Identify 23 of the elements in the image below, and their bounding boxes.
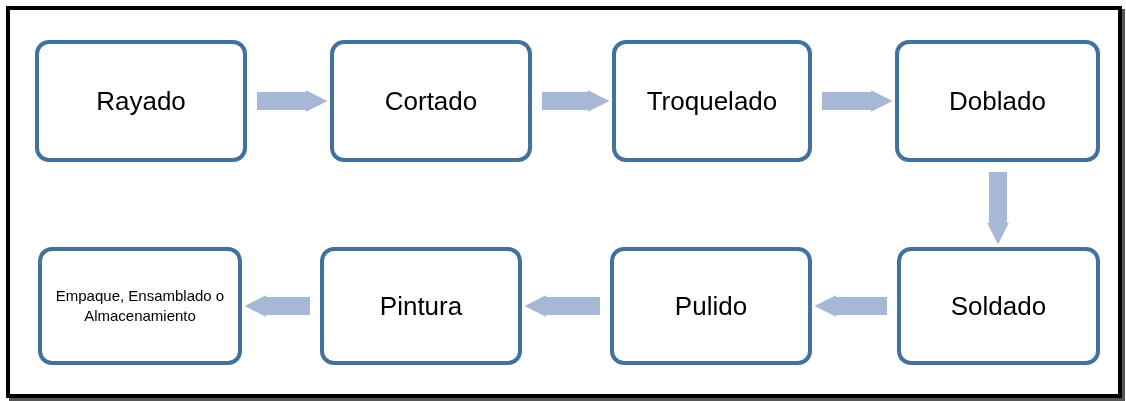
process-box (330, 40, 532, 162)
process-box (897, 247, 1100, 365)
box-label: Pintura (379, 290, 463, 322)
arrow (524, 295, 600, 317)
process-box (895, 40, 1100, 162)
arrow (814, 295, 887, 317)
arrow (822, 90, 893, 112)
box-label: Rayado (96, 85, 186, 117)
box-label: Troquelado (646, 85, 778, 117)
box-label: Soldado (950, 290, 1047, 322)
arrow (244, 295, 310, 317)
box-label: Empaque, Ensamblado o Almacenamiento (54, 285, 226, 326)
process-box (35, 40, 247, 162)
box-label: Pulido (674, 290, 748, 322)
process-box (612, 40, 812, 162)
process-box (38, 247, 242, 365)
process-box (610, 247, 812, 365)
process-box (320, 247, 522, 365)
arrow (987, 172, 1009, 245)
arrow (542, 90, 610, 112)
box-label: Cortado (384, 85, 478, 117)
arrow (257, 90, 328, 112)
box-label: Doblado (949, 85, 1046, 117)
